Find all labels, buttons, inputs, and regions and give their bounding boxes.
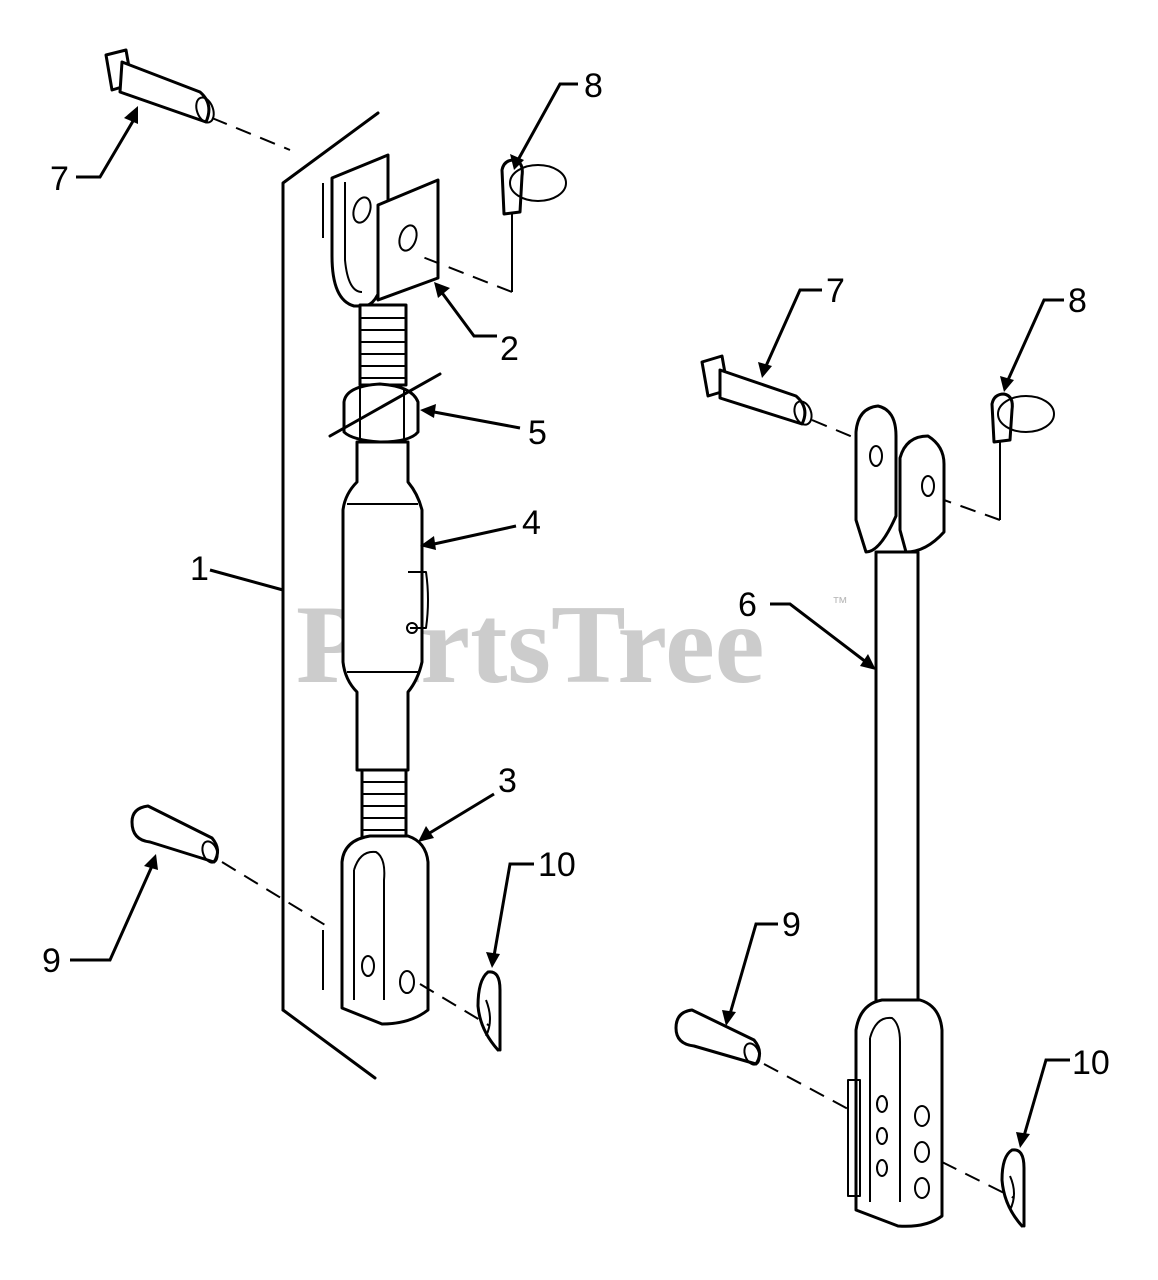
- right-lower-clevis: [847, 998, 944, 1228]
- callout-7-left: 7: [50, 160, 69, 198]
- lock-nut: [328, 372, 442, 444]
- lower-threaded-rod: [360, 768, 408, 842]
- callout-10-right: 10: [1072, 1044, 1110, 1082]
- watermark-trademark: ™: [832, 595, 848, 612]
- right-assembly: [674, 354, 1055, 1228]
- callout-9-right: 9: [782, 906, 801, 944]
- lower-clevis: [340, 834, 430, 1026]
- callout-8-right: 8: [1068, 282, 1087, 320]
- callout-3: 3: [498, 762, 517, 800]
- callout-7-right: 7: [826, 272, 845, 310]
- clevis-pin-bottom-right: [674, 1008, 851, 1111]
- callout-10-left: 10: [538, 846, 576, 884]
- callout-1: 1: [190, 550, 209, 588]
- callout-9-left: 9: [42, 942, 61, 980]
- callout-6: 6: [738, 586, 757, 624]
- clevis-pin-bottom-left: [130, 804, 331, 929]
- leader-lines: [70, 82, 1070, 1148]
- left-assembly: [104, 48, 567, 1080]
- hitch-pin-top-right: [943, 392, 1055, 521]
- hairpin-clip-bottom-left: [419, 970, 502, 1052]
- turnbuckle-body: [341, 440, 429, 772]
- callout-5: 5: [528, 414, 547, 452]
- right-upper-clevis: [854, 404, 946, 554]
- hitch-pin-top-left: [419, 158, 567, 293]
- clevis-pin-top-left: [104, 48, 291, 151]
- clevis-pin-top-right: [700, 354, 861, 441]
- callout-labels: 7 8 2 5 4 1 3 9 10 7 8 6 9 10: [42, 67, 1110, 1082]
- mounting-plate: [281, 111, 380, 1080]
- callout-4: 4: [522, 504, 541, 542]
- right-link-rod: [874, 550, 920, 1024]
- hairpin-clip-bottom-right: [941, 1148, 1026, 1228]
- callout-8-left: 8: [584, 67, 603, 105]
- upper-clevis: [330, 153, 440, 308]
- callout-2: 2: [500, 330, 519, 368]
- upper-threaded-rod: [358, 303, 408, 387]
